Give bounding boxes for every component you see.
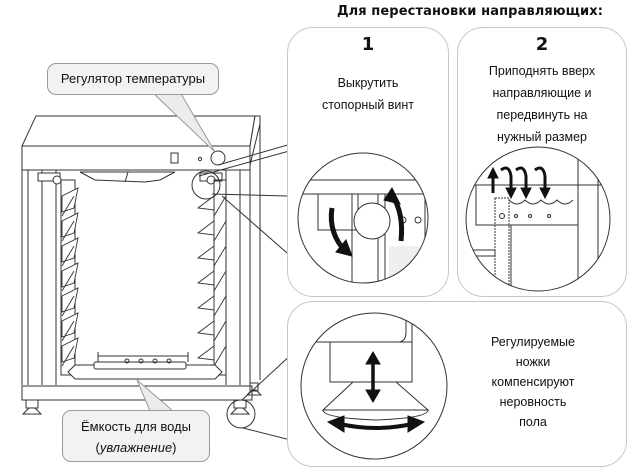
rail-hatch (61, 345, 75, 367)
shelf-guide (196, 295, 215, 311)
left-shelf-guides (61, 187, 79, 367)
temperature-regulator-callout: Регулятор температуры (47, 63, 219, 95)
rail-hatch (213, 295, 227, 317)
water-container-callout: Ёмкость для воды (увлажнение) (62, 410, 210, 462)
rotate-arrows-icon (328, 187, 405, 257)
feet-text-line: компенсируют (491, 375, 575, 389)
rail-hatch (213, 220, 227, 242)
cabinet-top (21, 115, 256, 147)
step-2-panel: 2 Приподнять вверх направляющие и передв… (457, 27, 627, 297)
water-callout-title: Ёмкость для воды (81, 419, 191, 434)
rail-hatch (61, 245, 75, 267)
feet-text-line: неровность (499, 395, 567, 409)
rail-hatch (61, 295, 75, 317)
rail-hatch (213, 245, 227, 267)
height-adjust-arrow-icon (365, 351, 381, 403)
shelf-guide (61, 337, 79, 363)
feet-text-line: ножки (515, 355, 551, 369)
rail-hatch (213, 270, 227, 292)
lift-shift-arrows-icon (487, 166, 551, 200)
shelf-guide (61, 187, 79, 213)
shelf-guide (196, 270, 215, 286)
shelf-guide (61, 212, 79, 238)
shelf-guide (61, 312, 79, 338)
rail-hatch (213, 320, 227, 342)
screw-detail-circle (297, 152, 429, 284)
rail-hatch (213, 345, 227, 367)
step-text-line: стопорный винт (321, 98, 415, 112)
rail-hatch (61, 270, 75, 292)
step-number: 1 (361, 34, 375, 55)
shelf-guide (196, 345, 215, 361)
shelf-guide (196, 195, 215, 211)
shelf-guide (196, 320, 215, 336)
feet-panel: Регулируемые ножки компенсируют неровнос… (287, 301, 627, 467)
foot-detail-circle (300, 312, 448, 460)
water-callout-paren: ( (95, 440, 100, 455)
water-callout-note: увлажнение (99, 440, 173, 455)
feet-text-line: пола (519, 415, 547, 429)
step-number: 2 (535, 34, 549, 55)
step-text-line: Выкрутить (337, 76, 399, 90)
rail-hatch (61, 320, 75, 342)
shelf-guide (61, 287, 79, 313)
shelf-guide (196, 245, 215, 261)
water-callout-paren: ) (172, 440, 177, 455)
right-shelf-guides (196, 195, 227, 367)
step-text-line: нужный размер (497, 130, 587, 144)
rail-hatch (61, 195, 75, 217)
feet-text-line: Регулируемые (491, 335, 575, 349)
section-heading: Для перестановки направляющих: (336, 4, 604, 19)
cabinet-base (21, 385, 253, 401)
rail-hatch (213, 195, 227, 217)
step-text-line: Приподнять вверх (488, 64, 596, 78)
step-1-panel: 1 Выкрутить стопорный винт (287, 27, 449, 297)
step-text-line: направляющие и (492, 86, 592, 100)
shelf-guide (61, 237, 79, 263)
cabinet-control-panel (21, 145, 251, 171)
shelf-guide (196, 220, 215, 236)
guide-detail-circle (465, 146, 611, 292)
rotate-foot-arrow-icon (326, 415, 426, 433)
shelf-guide (61, 262, 79, 288)
rail-hatch (61, 220, 75, 242)
step-text-line: передвинуть на (496, 108, 588, 122)
